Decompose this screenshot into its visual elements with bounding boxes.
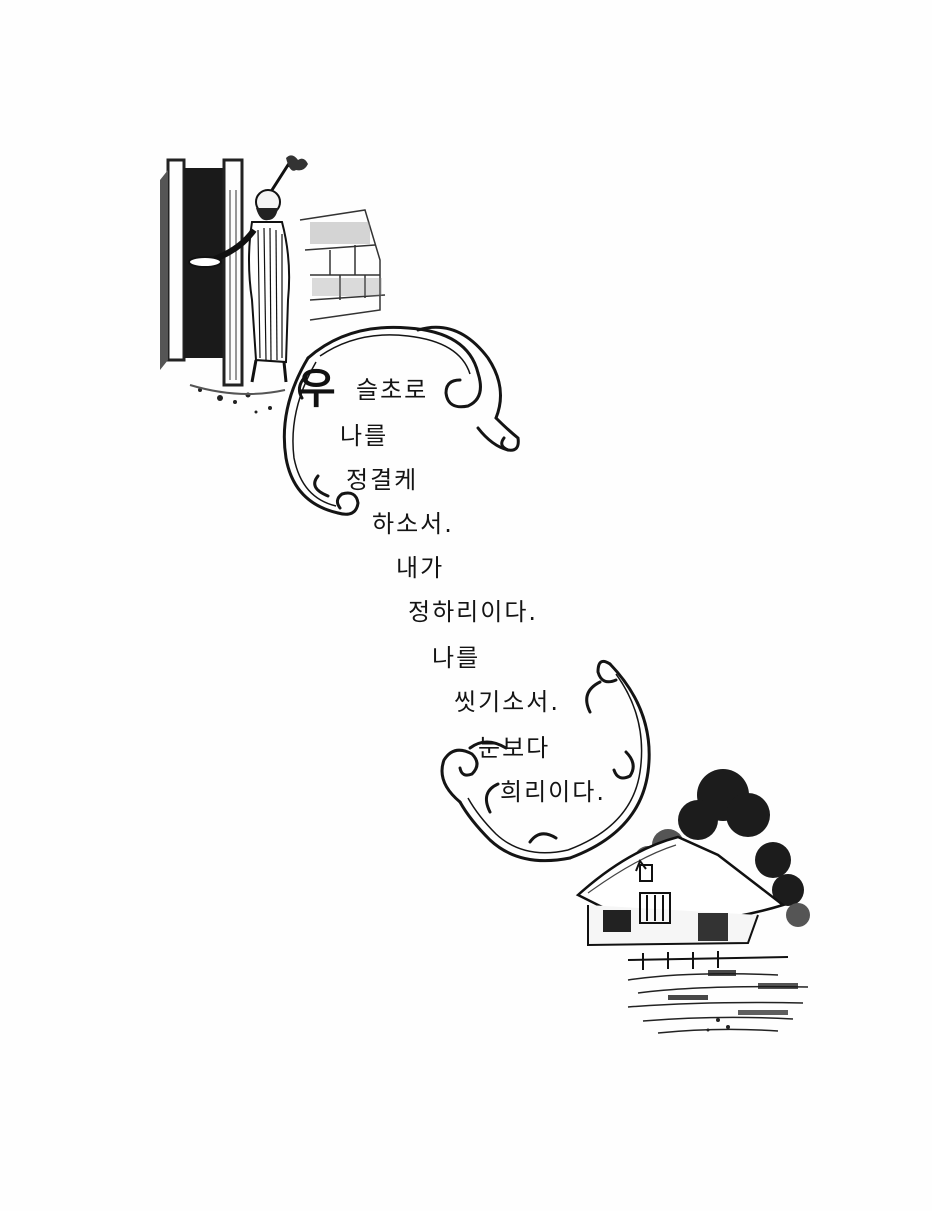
- verse-line-1: 슬초로: [356, 376, 429, 404]
- verse-line-8: 씻기소서.: [454, 688, 560, 716]
- verse-line-9: 눈보다: [478, 734, 551, 762]
- verse-line-7: 나를: [432, 644, 481, 672]
- drop-cap: 우: [297, 364, 336, 413]
- verse-line-5: 내가: [396, 554, 445, 582]
- verse-line-3: 정결케: [346, 466, 419, 494]
- snowy-cottage-illustration: [548, 765, 818, 1045]
- verse-line-2: 나를: [340, 422, 389, 450]
- bottom-scroll-ornament: [430, 652, 662, 870]
- verse-line-4: 하소서.: [372, 510, 454, 538]
- top-scroll-ornament: [268, 318, 523, 543]
- verse-line-10: 희리이다.: [500, 778, 606, 806]
- verse-line-6: 정하리이다.: [408, 598, 539, 626]
- man-at-doorway-illustration: [160, 150, 395, 420]
